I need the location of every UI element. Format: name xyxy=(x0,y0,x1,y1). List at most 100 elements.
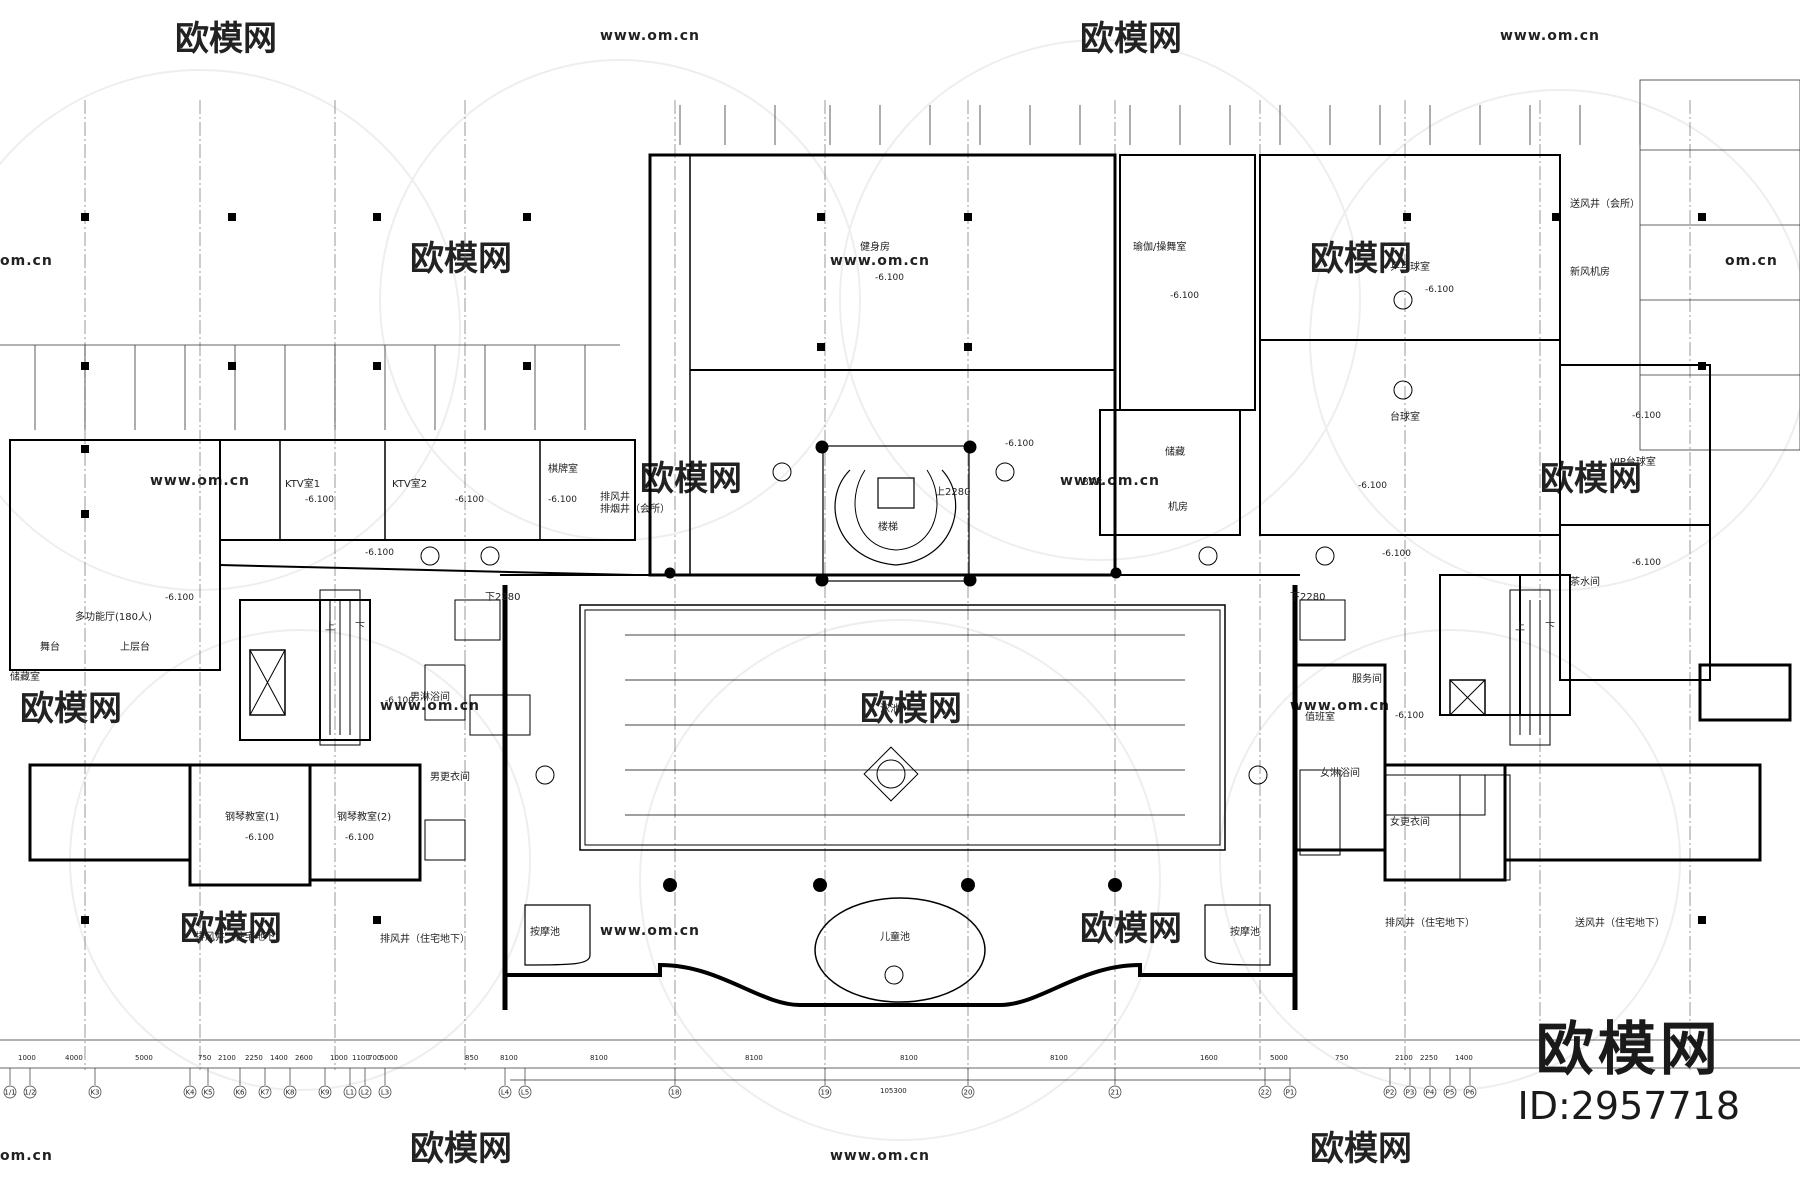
axis-label: P6 xyxy=(1466,1089,1475,1097)
brand-stamp: 欧模网 ID:2957718 xyxy=(1517,1020,1740,1130)
watermark-logo-text: 欧模网 xyxy=(1310,1129,1412,1169)
axis-label: K5 xyxy=(203,1089,212,1097)
room-label-exhaust-res: 排风井（住宅地下） xyxy=(1385,916,1475,929)
room-label-tea: 茶水间 xyxy=(1570,575,1600,588)
structural-columns xyxy=(81,213,1706,924)
dimension-label: 4000 xyxy=(65,1054,83,1062)
dimension-label: 850 xyxy=(465,1054,478,1062)
watermark-logo-text: 欧模网 xyxy=(860,689,962,729)
room-label-pool: 泳池 xyxy=(880,702,900,715)
axis-bubble xyxy=(961,1085,975,1099)
room-label-exhaust-res: 排风井（住宅地下） xyxy=(195,930,285,943)
dimension-label: 8100 xyxy=(500,1054,518,1062)
elevation-mark: -6.100 xyxy=(548,495,577,505)
elevation-mark: -6.100 xyxy=(875,273,904,283)
dimension-label: 8100 xyxy=(745,1054,763,1062)
dimension-label: 5000 xyxy=(135,1054,153,1062)
watermark-url: om.cn xyxy=(0,1148,53,1164)
stair-label-up: 上 xyxy=(1515,621,1525,633)
watermark-logo-text: 欧模网 xyxy=(1540,459,1642,499)
elevation-mark: -6.100 xyxy=(1358,481,1387,491)
room-label-multi-hall: 多功能厅(180人) xyxy=(75,610,152,623)
watermark-url: www.om.cn xyxy=(150,473,250,489)
axis-bubble xyxy=(358,1085,372,1099)
brand-logo-text: 欧模网 xyxy=(1535,1015,1722,1083)
dimension-label: 2250 xyxy=(1420,1054,1438,1062)
axis-bubble xyxy=(233,1085,247,1099)
watermark-logo-text: 欧模网 xyxy=(20,689,122,729)
watermark-url: www.om.cn xyxy=(1500,28,1600,44)
watermark-logo-text: 欧模网 xyxy=(180,909,282,949)
dimension-label: 8100 xyxy=(590,1054,608,1062)
elevation-mark: -6.100 xyxy=(345,833,374,843)
watermark-logo-text: 欧模网 xyxy=(175,19,277,59)
dimension-chain xyxy=(0,1039,1800,1081)
axis-label: 19 xyxy=(821,1089,830,1097)
stair-cores xyxy=(249,589,1551,746)
spiral-staircase xyxy=(664,440,1122,587)
axis-bubble xyxy=(1463,1085,1477,1099)
room-label-yoga: 瑜伽/操舞室 xyxy=(1133,240,1186,253)
axis-label: 20 xyxy=(964,1089,973,1097)
dimension-label: 750 xyxy=(1335,1054,1348,1062)
axis-bubble xyxy=(343,1085,357,1099)
elevation-mark: -6.100 xyxy=(165,593,194,603)
room-label-exhaust-shaft: 排风井 xyxy=(600,490,630,503)
stair-label-down: 下 xyxy=(1545,622,1555,633)
elevation-mark: -6.100 xyxy=(305,495,334,505)
dimension-label: 1000 xyxy=(18,1054,36,1062)
room-label-table-tennis: 乒乓球室 xyxy=(1390,260,1430,273)
watermark-url: www.om.cn xyxy=(1290,698,1390,714)
axis-label: K8 xyxy=(285,1089,294,1097)
watermark-url: www.om.cn xyxy=(600,923,700,939)
stair-label-down: 下2280 xyxy=(485,592,520,603)
axis-bubble xyxy=(1283,1085,1297,1099)
room-label-massage-pool: 按摩池 xyxy=(1230,925,1260,938)
swimming-pool xyxy=(524,604,1271,1003)
room-label-ktv1: KTV室1 xyxy=(285,477,320,490)
elevation-mark: -6.100 xyxy=(1425,285,1454,295)
room-label-shower-m: 男淋浴间 xyxy=(410,690,450,703)
dimension-label: 8100 xyxy=(1050,1054,1068,1062)
dimension-label: 2600 xyxy=(295,1054,313,1062)
axis-bubble xyxy=(3,1085,17,1099)
axis-label: 1/2 xyxy=(24,1089,35,1097)
elevation-marks: -6.100 -6.100 -6.100 -6.100 -6.100 -6.10… xyxy=(165,273,1661,843)
axis-bubble xyxy=(668,1085,682,1099)
dimension-label: 5000 xyxy=(1270,1054,1288,1062)
axis-bubble xyxy=(201,1085,215,1099)
axis-label: P3 xyxy=(1406,1089,1415,1097)
room-label-stair-hall: 楼梯 xyxy=(878,520,898,533)
elevation-mark: -6.100 xyxy=(1170,291,1199,301)
room-label-piano2: 钢琴教室(2) xyxy=(337,810,391,823)
dimension-total: 105300 xyxy=(880,1087,907,1095)
washroom-fixtures xyxy=(424,664,1511,881)
room-label-stage: 舞台 xyxy=(40,640,60,653)
axis-bubble xyxy=(1108,1085,1122,1099)
axis-bubble xyxy=(498,1085,512,1099)
axis-label: P5 xyxy=(1446,1089,1455,1097)
axis-bubble xyxy=(318,1085,332,1099)
elevation-mark: -6.100 xyxy=(1005,439,1034,449)
parking-stalls xyxy=(0,79,1800,451)
room-label-shower-f: 女淋浴间 xyxy=(1320,766,1360,779)
axis-label: K9 xyxy=(320,1089,329,1097)
elevation-mark: -6.100 xyxy=(245,833,274,843)
room-label-bar: BAR xyxy=(1082,477,1103,488)
elevation-mark: -6.100 xyxy=(1382,549,1411,559)
dimension-label: 5000 xyxy=(380,1054,398,1062)
stair-label-down: 下 xyxy=(355,622,365,633)
watermark-logo-text: 欧模网 xyxy=(1080,909,1182,949)
axis-label: P4 xyxy=(1426,1089,1435,1097)
dimension-label: 1000 xyxy=(330,1054,348,1062)
elevation-mark: -6.100 xyxy=(365,548,394,558)
watermark-logo-text: 欧模网 xyxy=(1310,239,1412,279)
axis-label: K4 xyxy=(185,1089,195,1097)
stair-label-down: 下2280 xyxy=(1290,592,1325,603)
stair-label-up: 上2280 xyxy=(935,486,970,498)
axis-bubble xyxy=(518,1085,532,1099)
room-label-massage-pool: 按摩池 xyxy=(530,925,560,938)
watermark-logo-text: 欧模网 xyxy=(410,1129,512,1169)
axis-label: 1/1 xyxy=(4,1089,15,1097)
